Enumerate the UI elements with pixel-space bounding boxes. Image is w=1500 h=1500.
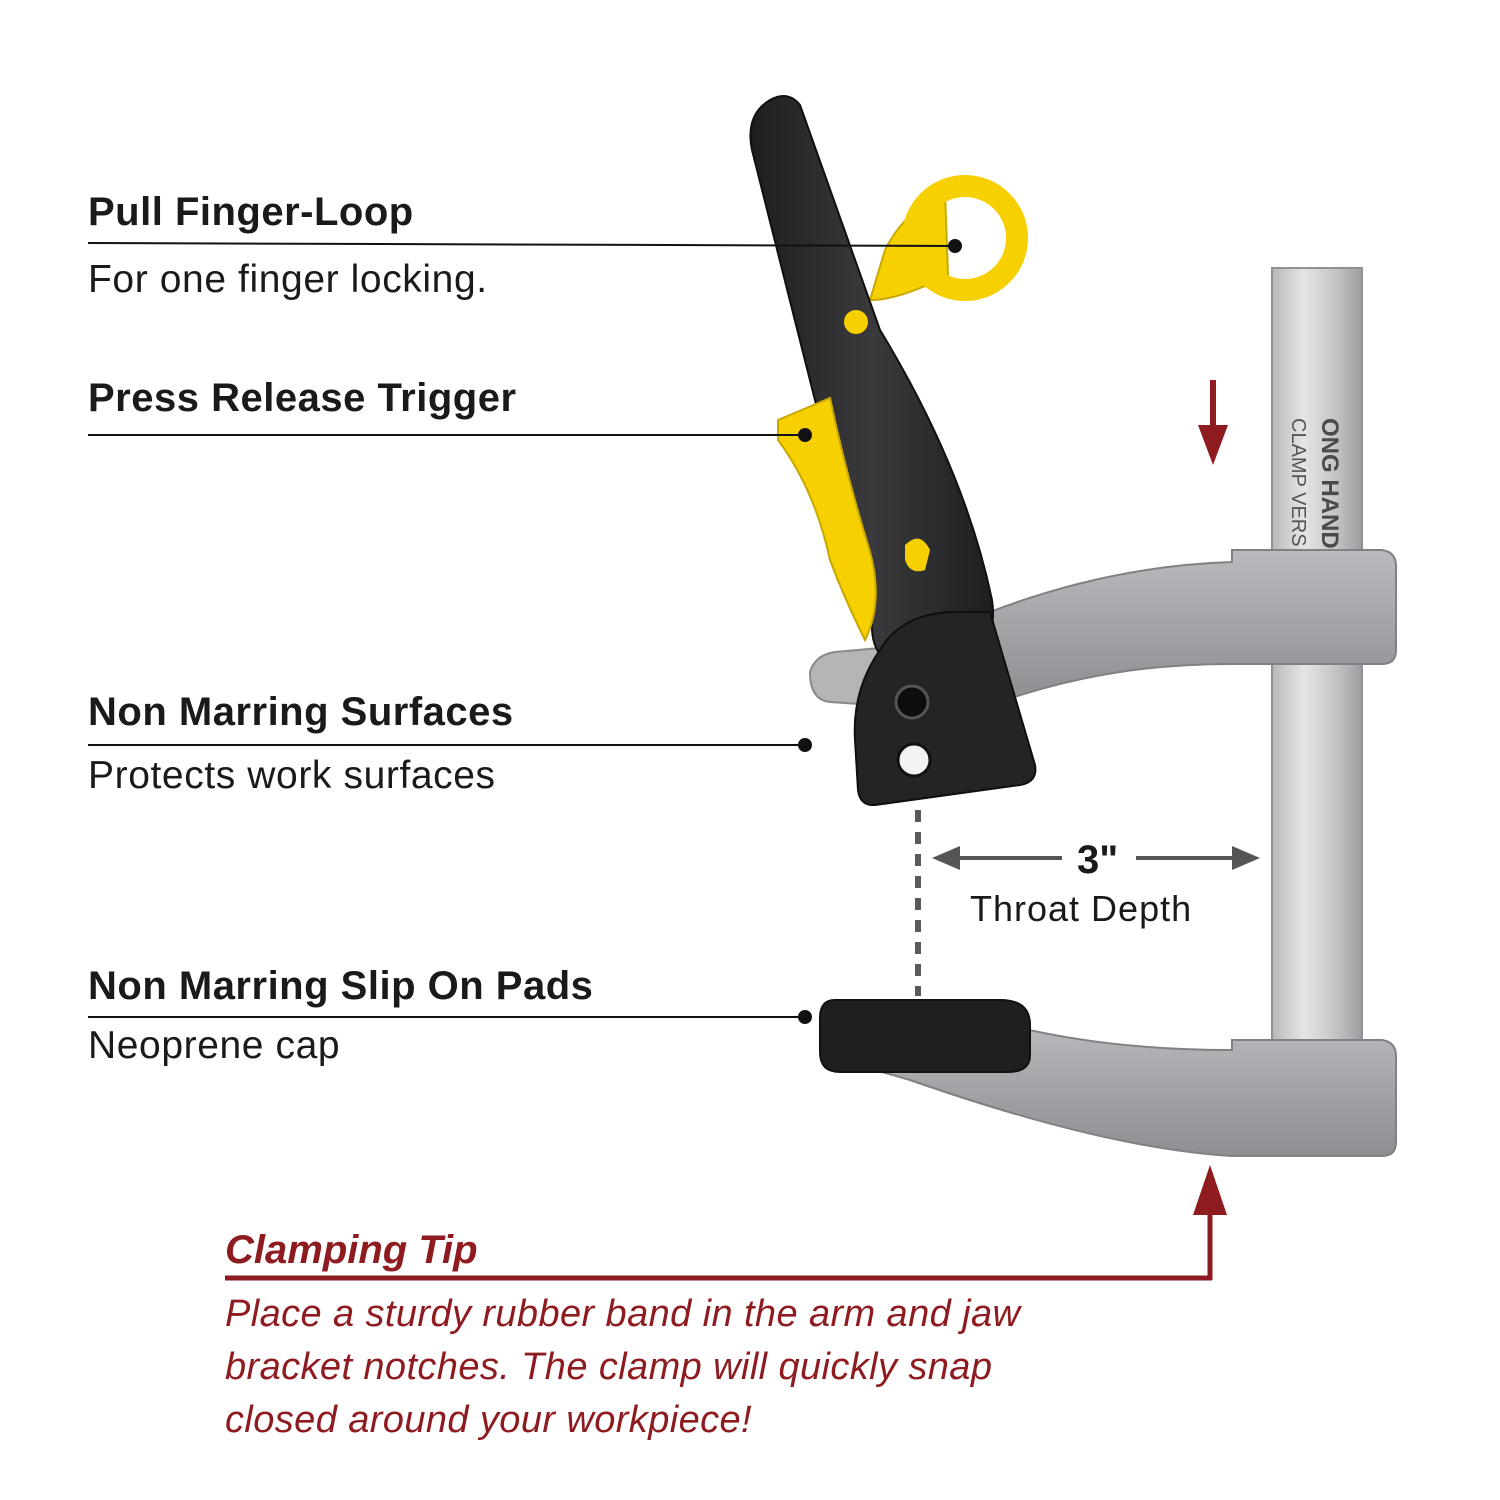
callout-title-pads: Non Marring Slip On Pads [88, 964, 594, 1008]
tip-line-2: bracket notches. The clamp will quickly … [225, 1346, 993, 1388]
callout-title-finger-loop: Pull Finger-Loop [88, 190, 414, 234]
throat-depth-value: 3" [1077, 838, 1119, 882]
release-trigger [777, 396, 877, 643]
leader-finger-loop [87, 239, 962, 253]
upper-arm [988, 549, 1397, 702]
callout-desc-pads: Neoprene cap [88, 1024, 341, 1067]
callout-desc-finger-loop: For one finger locking. [88, 258, 488, 301]
callout-desc-surfaces: Protects work surfaces [88, 754, 496, 797]
throat-depth-label: Throat Depth [970, 888, 1193, 929]
callout-title-surfaces: Non Marring Surfaces [88, 690, 514, 734]
pivot-pin [894, 684, 930, 720]
handle-dot [844, 310, 868, 334]
leader-pads [88, 1010, 812, 1024]
jaw-hole [896, 742, 932, 778]
red-down-arrow [1198, 380, 1228, 465]
tip-body: Place a sturdy rubber band in the arm an… [225, 1288, 1020, 1447]
tip-connector-arrow [225, 1165, 1227, 1281]
bar-text-1: CLAMP VERS [1287, 418, 1309, 547]
leader-surfaces [88, 738, 812, 752]
finger-loop [868, 175, 1028, 302]
throat-depth-arrow [932, 846, 1260, 870]
handle-slot [905, 538, 930, 572]
callout-title-release-trigger: Press Release Trigger [88, 376, 517, 420]
leader-release-trigger [88, 428, 812, 442]
tip-title: Clamping Tip [225, 1228, 478, 1272]
tip-line-1: Place a sturdy rubber band in the arm an… [225, 1293, 1021, 1335]
bar-text-2: ONG HAND [1316, 418, 1343, 549]
neoprene-pad [819, 999, 1031, 1073]
steel-bar [1271, 267, 1363, 1069]
tip-line-3: closed around your workpiece! [225, 1399, 752, 1441]
